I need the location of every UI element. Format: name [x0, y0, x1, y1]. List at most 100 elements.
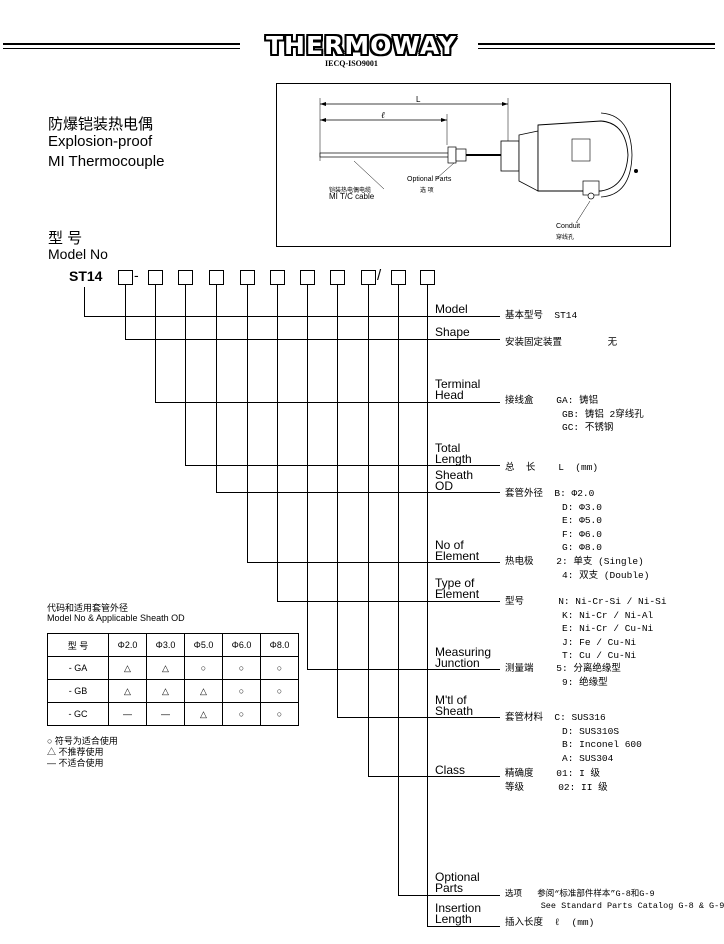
model-dash: - [134, 267, 139, 283]
label-shape: Shape [435, 325, 470, 339]
desc-line: GB: 铸铝 2穿线孔 [505, 408, 644, 420]
connector-v-shape [125, 285, 126, 339]
code-box-shape[interactable] [118, 270, 133, 285]
table-cell: - GC [47, 702, 109, 726]
legend-not-suitable: — 不适合使用 [47, 758, 104, 768]
code-box-material[interactable] [330, 270, 345, 285]
desc-line: 套管外径 B: Φ2.0 [505, 488, 595, 499]
desc-material-of-sheath: 套管材料 C: SUS316 D: SUS310S B: Inconel 600… [505, 711, 642, 765]
code-box-sheath-od[interactable] [209, 270, 224, 285]
desc-line: 热电极 2: 单支 (Single) [505, 556, 644, 567]
table-row: - GC — — △ ○ ○ [47, 702, 299, 726]
label-sheath-od: Sheath OD [435, 468, 474, 493]
code-box-total-length[interactable] [178, 270, 193, 285]
table-header-cell: Φ6.0 [222, 633, 261, 657]
connector-h-shape [125, 339, 500, 340]
desc-line: E: Ni-Cr / Cu-Ni [505, 623, 654, 634]
table-cell: △ [108, 679, 147, 703]
desc-line: 套管材料 C: SUS316 [505, 712, 606, 723]
desc-line: See Standard Parts Catalog G-8 & G-9 [505, 901, 724, 911]
connector-h-terminal [155, 402, 500, 403]
connector-v-sheath-od [216, 285, 217, 492]
label-no-of-element: No of Element [435, 538, 480, 563]
desc-line: A: SUS304 [505, 752, 614, 764]
sheath-table-title-en: Model No & Applicable Sheath OD [47, 613, 185, 623]
desc-line: 接线盒 GA: 铸铝 [505, 395, 599, 406]
header-rule-left-thin [3, 48, 240, 49]
connector-v-model [84, 287, 85, 316]
desc-line: T: Cu / Cu-Ni [505, 650, 637, 661]
connector-h-junction [307, 669, 500, 670]
table-cell: ○ [260, 656, 299, 680]
table-cell: ○ [222, 702, 261, 726]
table-cell: △ [146, 656, 185, 680]
desc-model: 基本型号 ST14 [505, 309, 577, 323]
label-type-of-element: Type of Element [435, 576, 480, 601]
label-model: Model [435, 302, 468, 316]
connector-h-optional [398, 895, 500, 896]
connector-h-type-element [277, 601, 500, 602]
code-box-class[interactable] [361, 270, 376, 285]
connector-v-terminal [155, 285, 156, 402]
connector-v-material [337, 285, 338, 717]
legend-not-recommended: △ 不推荐使用 [47, 747, 104, 757]
desc-line: 测量端 5: 分离绝缘型 [505, 663, 621, 674]
connector-h-model [84, 316, 500, 317]
model-slash: / [377, 267, 382, 284]
sheath-od-table: 型 号 Φ2.0 Φ3.0 Φ5.0 Φ6.0 Φ8.0 - GA △ △ ○ … [47, 633, 299, 726]
label-insertion-length: Insertion Length [435, 901, 482, 926]
model-prefix: ST14 [69, 268, 103, 284]
desc-optional-parts: 选项 参阅“标准部件样本”G-8和G-9 See Standard Parts … [505, 888, 724, 912]
table-header-cell: Φ8.0 [260, 633, 299, 657]
desc-line: 9: 绝缘型 [505, 676, 608, 688]
desc-line: 4: 双支 (Double) [505, 569, 650, 581]
table-cell: ○ [260, 702, 299, 726]
table-header-cell: Φ2.0 [108, 633, 147, 657]
desc-line: D: Φ3.0 [505, 501, 602, 513]
connector-v-no-element [247, 285, 248, 562]
label-total-length: Total Length [435, 441, 472, 466]
model-no-heading-cn: 型 号 [48, 230, 83, 247]
optional-parts-label-cn: 选 项 [420, 188, 434, 194]
desc-no-of-element: 热电极 2: 单支 (Single) 4: 双支 (Double) [505, 555, 649, 582]
thermocouple-drawing [276, 83, 671, 247]
label-material-of-sheath: M'tl of Sheath [435, 693, 474, 718]
desc-class: 精确度 01: I 级 等级 02: II 级 [505, 767, 608, 794]
table-cell: ○ [222, 656, 261, 680]
label-measuring-junction: Measuring Junction [435, 645, 492, 670]
conduit-label-cn: 穿线孔 [556, 235, 575, 241]
cable-label-en: MI T/C cable [329, 192, 375, 201]
code-box-insertion-length[interactable] [420, 270, 435, 285]
desc-line: D: SUS310S [505, 725, 620, 737]
desc-line: B: Inconel 600 [505, 739, 642, 750]
connector-h-material [337, 717, 500, 718]
conduit-label: Conduit [556, 223, 581, 230]
code-box-terminal-head[interactable] [148, 270, 163, 285]
code-box-optional-parts[interactable] [391, 270, 406, 285]
table-row: - GB △ △ △ ○ ○ [47, 679, 299, 703]
code-box-measuring-junction[interactable] [300, 270, 315, 285]
label-optional-parts: Optional Parts [435, 870, 480, 895]
connector-h-class [368, 776, 500, 777]
dimension-L-label: L [416, 95, 421, 104]
brand-logo: THERMOWAY [266, 31, 457, 60]
header-rule-left [3, 43, 240, 45]
code-box-type-of-element[interactable] [270, 270, 285, 285]
code-box-no-of-element[interactable] [240, 270, 255, 285]
dimension-l-label: ℓ [381, 110, 385, 120]
header-rule-right [478, 43, 715, 45]
drawing-frame [276, 83, 671, 247]
label-class: Class [435, 763, 466, 777]
connector-v-insertion [427, 285, 428, 926]
legend-suitable: ○ 符号为适合使用 [47, 736, 118, 746]
desc-line: GC: 不锈钢 [505, 422, 614, 433]
table-header-cell: 型 号 [47, 633, 109, 657]
desc-total-length: 总 长 L (mm) [505, 461, 598, 475]
connector-v-optional [398, 285, 399, 895]
connector-v-junction [307, 285, 308, 669]
desc-line: E: Φ5.0 [505, 515, 602, 526]
connector-h-insertion [427, 926, 500, 927]
sheath-table-title-cn: 代码和适用套管外径 [47, 603, 129, 613]
model-no-heading-en: Model No [48, 246, 108, 262]
connector-v-total-length [185, 285, 186, 465]
